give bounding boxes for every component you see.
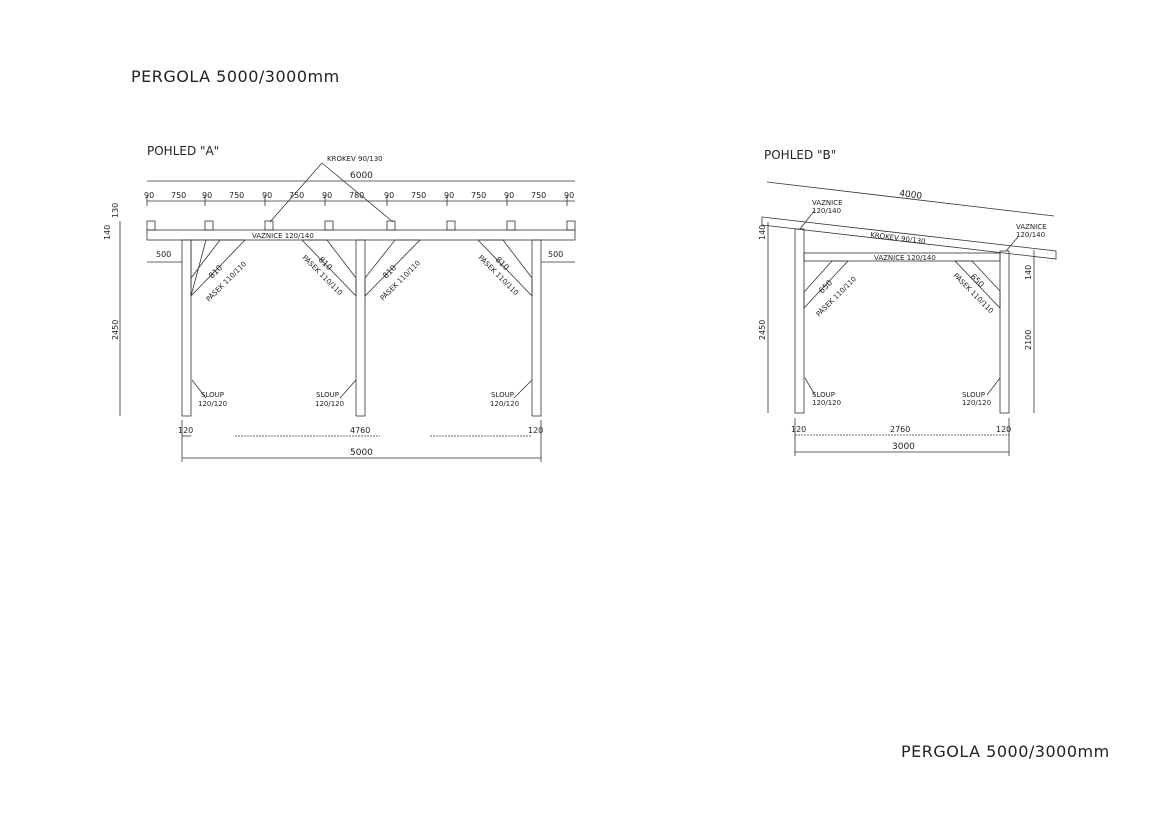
sloup-b-left-size: 120/120 <box>812 399 841 407</box>
dim-b-2760: 2760 <box>890 425 910 434</box>
dim-b-2450: 2450 <box>758 320 767 340</box>
post-middle <box>355 239 366 417</box>
brace-2-body <box>301 239 357 297</box>
sloup-mid-size: 120/120 <box>315 400 344 408</box>
rafter-dim-12: 750 <box>471 191 486 200</box>
dim-b-3000: 3000 <box>892 442 915 452</box>
dim-line-4000 <box>766 181 1055 217</box>
krokev-leader-right <box>321 162 394 223</box>
rafter-dim-15: 90 <box>564 191 574 200</box>
view-a-label: POHLED "A" <box>147 144 220 158</box>
dim-4000: 4000 <box>899 189 923 202</box>
krokev-label: KROKEV 90/130 <box>327 155 383 163</box>
rafter-dim-7: 90 <box>322 191 332 200</box>
rafter-dim-14: 750 <box>531 191 546 200</box>
rafter-dim-1: 90 <box>144 191 154 200</box>
vaznice-tr: VAZNICE <box>1016 223 1047 231</box>
rafter-dim-2: 750 <box>171 191 186 200</box>
overhang-left: 500 <box>156 250 171 259</box>
krokev-label-b: KROKEV 90/130 <box>870 231 926 246</box>
sloup-b-left-leader <box>804 377 816 396</box>
rafter-dim-9: 90 <box>384 191 394 200</box>
krokev-leader-left <box>269 162 323 223</box>
brace-3-body <box>364 239 421 297</box>
rafter-dim-13: 90 <box>504 191 514 200</box>
view-b-label: POHLED "B" <box>764 148 837 162</box>
rafter-dim-4: 750 <box>229 191 244 200</box>
rafter-dim-6: 750 <box>289 191 304 200</box>
rafter-dim-8: 780 <box>349 191 364 200</box>
brace-b-left-label: PÁSEK 110/110 <box>814 274 858 318</box>
sloup-right-leader <box>513 379 533 399</box>
brace-b-left-len: 650 <box>817 278 834 295</box>
dim-b-120-left: 120 <box>791 425 806 434</box>
post-left <box>181 239 192 417</box>
sloup-left-size: 120/120 <box>198 400 227 408</box>
sloup-left-label: SLOUP <box>201 391 224 399</box>
vaznice-label: VAZNICE 120/140 <box>252 232 314 240</box>
sloup-right-label: SLOUP <box>491 391 514 399</box>
vaznice-mid-label: VAZNICE 120/140 <box>874 254 936 262</box>
dim-130: 130 <box>111 203 120 218</box>
rafter-dim-11: 90 <box>444 191 454 200</box>
overhang-right: 500 <box>548 250 563 259</box>
dim-b120-left: 120 <box>178 426 193 435</box>
sloup-mid-leader <box>339 379 357 399</box>
sloup-b-right: SLOUP <box>962 391 985 399</box>
sloup-mid-label: SLOUP <box>316 391 339 399</box>
rafter-dim-10: 750 <box>411 191 426 200</box>
dim-4760: 4760 <box>350 426 370 435</box>
footer-title: PERGOLA 5000/3000mm <box>901 742 1110 761</box>
dim-b-140-right: 140 <box>1024 265 1033 280</box>
krokev-rafter <box>761 216 1057 260</box>
post-right <box>531 239 542 417</box>
vaznice-beam-b <box>803 252 1001 262</box>
dim-5000: 5000 <box>350 448 373 458</box>
dim-140: 140 <box>103 225 112 240</box>
sloup-b-left: SLOUP <box>812 391 835 399</box>
dim-b-2100: 2100 <box>1024 330 1033 350</box>
sloup-b-right-size: 120/120 <box>962 399 991 407</box>
dim-b-140-left: 140 <box>758 225 767 240</box>
post-b-left <box>794 228 805 414</box>
dim-b-120-right: 120 <box>996 425 1011 434</box>
rafter-dim-5: 90 <box>262 191 272 200</box>
vaznice-tr-size: 120/140 <box>1016 231 1045 239</box>
sloup-left-leader <box>191 379 207 399</box>
sloup-b-right-leader <box>986 377 1001 396</box>
brace-b-left <box>803 260 849 310</box>
dim-2450: 2450 <box>111 320 120 340</box>
brace-4-body <box>477 239 533 297</box>
rafter-dims: 90 750 90 750 90 750 90 780 90 750 90 750 90 750 90 <box>144 191 574 206</box>
sloup-right-size: 120/120 <box>490 400 519 408</box>
brace-b-right <box>954 260 1001 309</box>
brace-1-body <box>190 239 246 297</box>
post-b-right <box>999 250 1010 414</box>
vaznice-tr-leader <box>1005 236 1019 252</box>
vaznice-tl-leader <box>799 210 815 230</box>
vaznice-tl-size: 120/140 <box>812 207 841 215</box>
dim-6000: 6000 <box>350 171 373 181</box>
dim-b120-right: 120 <box>528 426 543 435</box>
vaznice-tl: VAZNICE <box>812 199 843 207</box>
page-title: PERGOLA 5000/3000mm <box>131 67 340 86</box>
rafter-dim-3: 90 <box>202 191 212 200</box>
